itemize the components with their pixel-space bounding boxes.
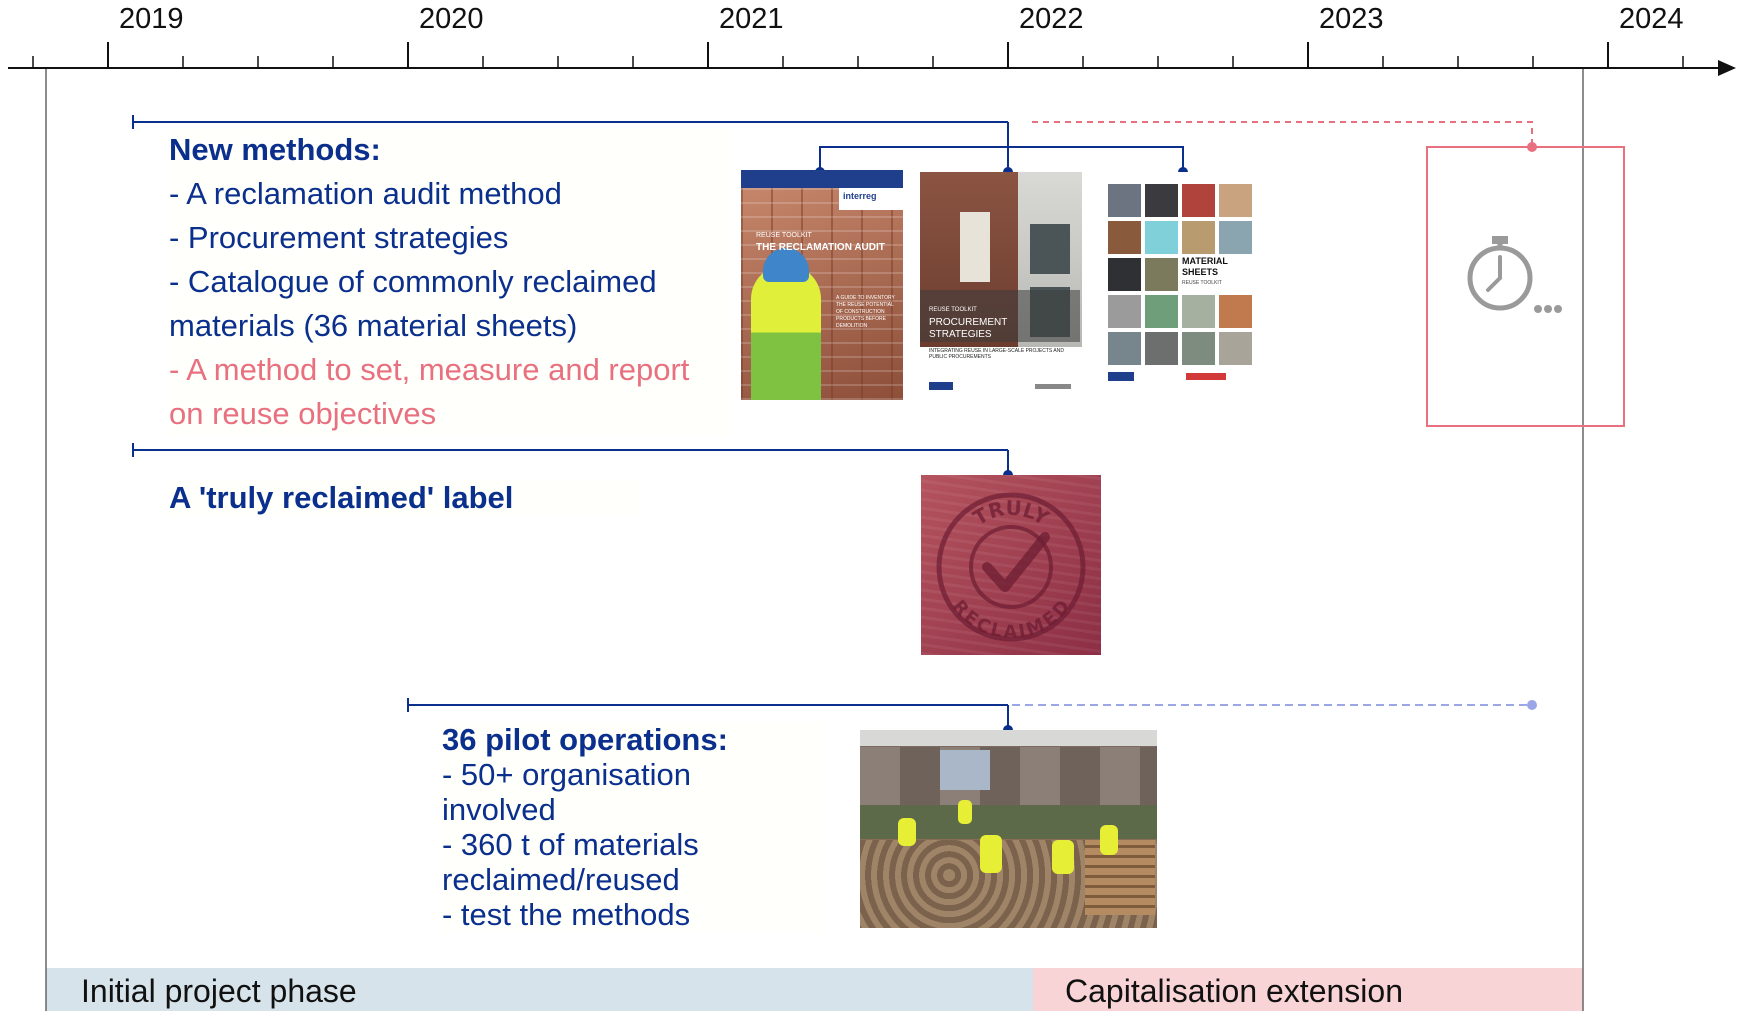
worker-figure — [980, 835, 1002, 873]
methods-future-item: - A method to set, measure and report — [169, 352, 690, 387]
material-tile — [1145, 184, 1178, 217]
methods-docs-connector — [819, 146, 1184, 172]
methods-item: - Catalogue of commonly reclaimed — [169, 264, 657, 299]
year-label-2024: 2024 — [1619, 3, 1684, 35]
label-heading: A 'truly reclaimed' label — [169, 480, 639, 516]
ellipsis-icon — [1534, 305, 1562, 313]
pilots-item: - test the methods — [442, 897, 691, 932]
future-method-connector — [1032, 121, 1533, 147]
material-tile — [1145, 258, 1178, 291]
year-label-2023: 2023 — [1319, 3, 1384, 35]
material-tile — [1219, 332, 1252, 365]
material-tile — [1108, 332, 1141, 365]
procurement-subtitle: INTEGRATING REUSE IN LARGE-SCALE PROJECT… — [929, 348, 1064, 360]
worker-figure — [958, 800, 972, 824]
initial-phase-band: Initial project phase — [46, 968, 1033, 1011]
pilots-extension-dot — [1527, 700, 1537, 710]
material-tile — [1182, 332, 1215, 365]
pilots-item: - 360 t of materials — [442, 827, 699, 862]
pilots-item: involved — [442, 792, 556, 827]
stopwatch-icon — [1467, 236, 1533, 311]
truly-reclaimed-stamp: TRULY RECLAIMED — [921, 475, 1101, 655]
material-tile — [1182, 295, 1215, 328]
year-label-2019: 2019 — [119, 3, 184, 35]
pilots-item: - 50+ organisation — [442, 757, 692, 792]
axis-ticks — [32, 42, 1684, 68]
methods-text: New methods: - A reclamation audit metho… — [169, 128, 729, 436]
material-sheets-cover: MATERIAL SHEETS REUSE TOOLKIT — [1098, 172, 1260, 400]
time-axis-arrowhead — [1718, 60, 1736, 76]
material-tile — [1108, 295, 1141, 328]
audit-title: THE RECLAMATION AUDIT — [756, 242, 885, 253]
extension-phase-band: Capitalisation extension — [1033, 968, 1583, 1011]
procurement-series: REUSE TOOLKIT — [929, 307, 977, 313]
methods-item: materials (36 material sheets) — [169, 308, 578, 343]
material-tile — [1145, 221, 1178, 254]
methods-item: - Procurement strategies — [169, 220, 509, 255]
stamp-seal: TRULY RECLAIMED — [936, 492, 1086, 643]
pilots-heading: 36 pilot operations: — [442, 722, 728, 757]
material-tile — [1182, 184, 1215, 217]
material-tile — [1145, 332, 1178, 365]
pilots-text: 36 pilot operations: - 50+ organisation … — [442, 722, 822, 932]
worker-figure — [1100, 825, 1118, 855]
methods-future-item: on reuse objectives — [169, 396, 437, 431]
audit-brand: interreg — [843, 191, 877, 201]
future-method-box — [1426, 146, 1625, 427]
worker-figure — [898, 818, 916, 846]
audit-subtitle: A GUIDE TO INVENTORY THE REUSE POTENTIAL… — [836, 295, 895, 329]
methods-heading: New methods: — [169, 132, 381, 167]
audit-worker-figure — [751, 265, 821, 400]
material-tile — [1219, 221, 1252, 254]
procurement-title-2: STRATEGIES — [929, 329, 992, 340]
svg-text:RECLAIMED: RECLAIMED — [948, 596, 1074, 643]
material-tile — [1145, 295, 1178, 328]
extension-phase-label: Capitalisation extension — [1065, 973, 1403, 1009]
material-tile — [1182, 221, 1215, 254]
year-label-2020: 2020 — [419, 3, 484, 35]
procurement-title-1: PROCUREMENT — [929, 317, 1008, 328]
reclamation-audit-cover: interreg REUSE TOOLKIT THE RECLAMATION A… — [741, 170, 903, 400]
audit-hard-hat — [763, 248, 809, 282]
year-label-2021: 2021 — [719, 3, 784, 35]
initial-phase-label: Initial project phase — [81, 973, 357, 1009]
material-tile — [1108, 221, 1141, 254]
material-tile — [1219, 184, 1252, 217]
material-tile — [1108, 258, 1141, 291]
audit-series: REUSE TOOLKIT — [756, 232, 812, 239]
pilots-item: reclaimed/reused — [442, 862, 680, 897]
sheets-series: REUSE TOOLKIT — [1182, 280, 1222, 286]
material-tile — [1108, 184, 1141, 217]
material-tile — [1219, 295, 1252, 328]
procurement-strategies-cover: REUSE TOOLKIT PROCUREMENT STRATEGIES INT… — [920, 172, 1082, 400]
sheets-title-2: SHEETS — [1182, 267, 1219, 277]
year-label-2022: 2022 — [1019, 3, 1084, 35]
worker-figure — [1052, 840, 1074, 874]
sheets-title-1: MATERIAL — [1182, 256, 1228, 266]
pilot-site-photo — [860, 730, 1157, 928]
methods-item: - A reclamation audit method — [169, 176, 562, 211]
